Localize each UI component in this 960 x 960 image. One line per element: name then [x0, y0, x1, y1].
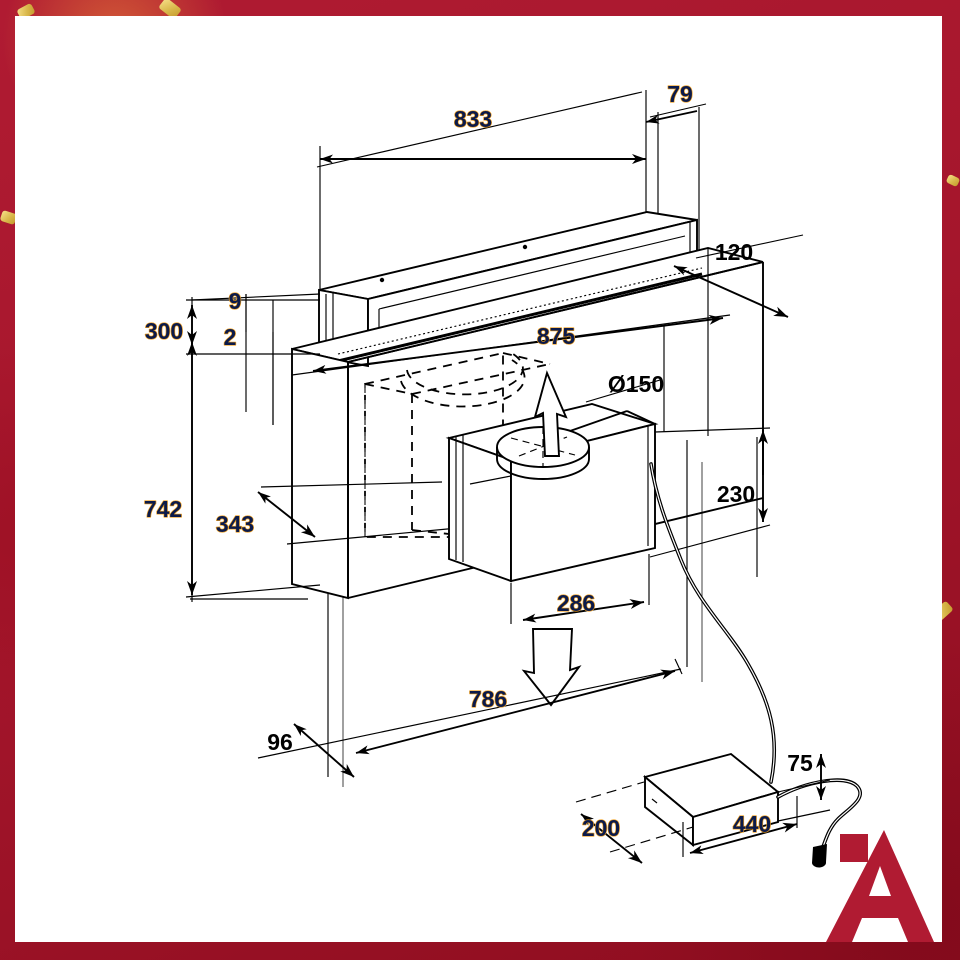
- dimension-833: [316, 91, 646, 168]
- dim-9: 9: [229, 288, 242, 314]
- dim-2: 2: [224, 324, 237, 350]
- logo-letter-a: [826, 830, 934, 942]
- dim-286: 286: [557, 590, 595, 616]
- power-cable: [649, 462, 777, 784]
- dimension-79: [645, 103, 707, 124]
- dim-200: 200: [582, 815, 620, 841]
- dim-742: 742: [144, 496, 182, 522]
- logo-square-dot: [840, 834, 868, 862]
- dim-833: 833: [454, 106, 492, 132]
- dimension-300: [186, 299, 320, 355]
- dim-230: 230: [717, 481, 755, 507]
- dim-120: 120: [715, 239, 753, 265]
- dimension-742: [185, 342, 321, 600]
- power-supply-box: [642, 752, 781, 847]
- dimension-labels: 833 79 120 875 300 9 2 742 343 Ø150 230 …: [143, 80, 813, 841]
- dimension-96: [293, 723, 355, 778]
- drawing-sheet: 833 79 120 875 300 9 2 742 343 Ø150 230 …: [15, 16, 942, 942]
- dim-786: 786: [469, 686, 507, 712]
- dimension-9-2-leaders: [191, 293, 321, 425]
- dimension-875: [291, 314, 731, 376]
- dimension-75: [777, 754, 831, 822]
- dimension-286: [510, 554, 650, 624]
- technical-drawing-svg: 833 79 120 875 300 9 2 742 343 Ø150 230 …: [143, 80, 862, 868]
- dimension-120: [673, 234, 804, 318]
- dimension-200: [575, 781, 694, 864]
- dim-875: 875: [537, 323, 576, 349]
- dim-150: Ø150: [608, 371, 664, 397]
- airflow-arrow-up: [533, 370, 568, 457]
- dimension-440: [682, 796, 798, 857]
- dimension-343: [257, 481, 459, 545]
- duct-outlet: [496, 379, 661, 480]
- dim-343: 343: [216, 511, 254, 537]
- airflow-arrow-down: [521, 628, 582, 707]
- dim-300: 300: [145, 318, 183, 344]
- dim-75: 75: [787, 750, 813, 776]
- dim-96: 96: [267, 729, 293, 755]
- dim-79: 79: [667, 81, 693, 107]
- brand-logo-a: [822, 822, 942, 942]
- dimension-230: [649, 427, 771, 558]
- dim-440: 440: [733, 811, 771, 837]
